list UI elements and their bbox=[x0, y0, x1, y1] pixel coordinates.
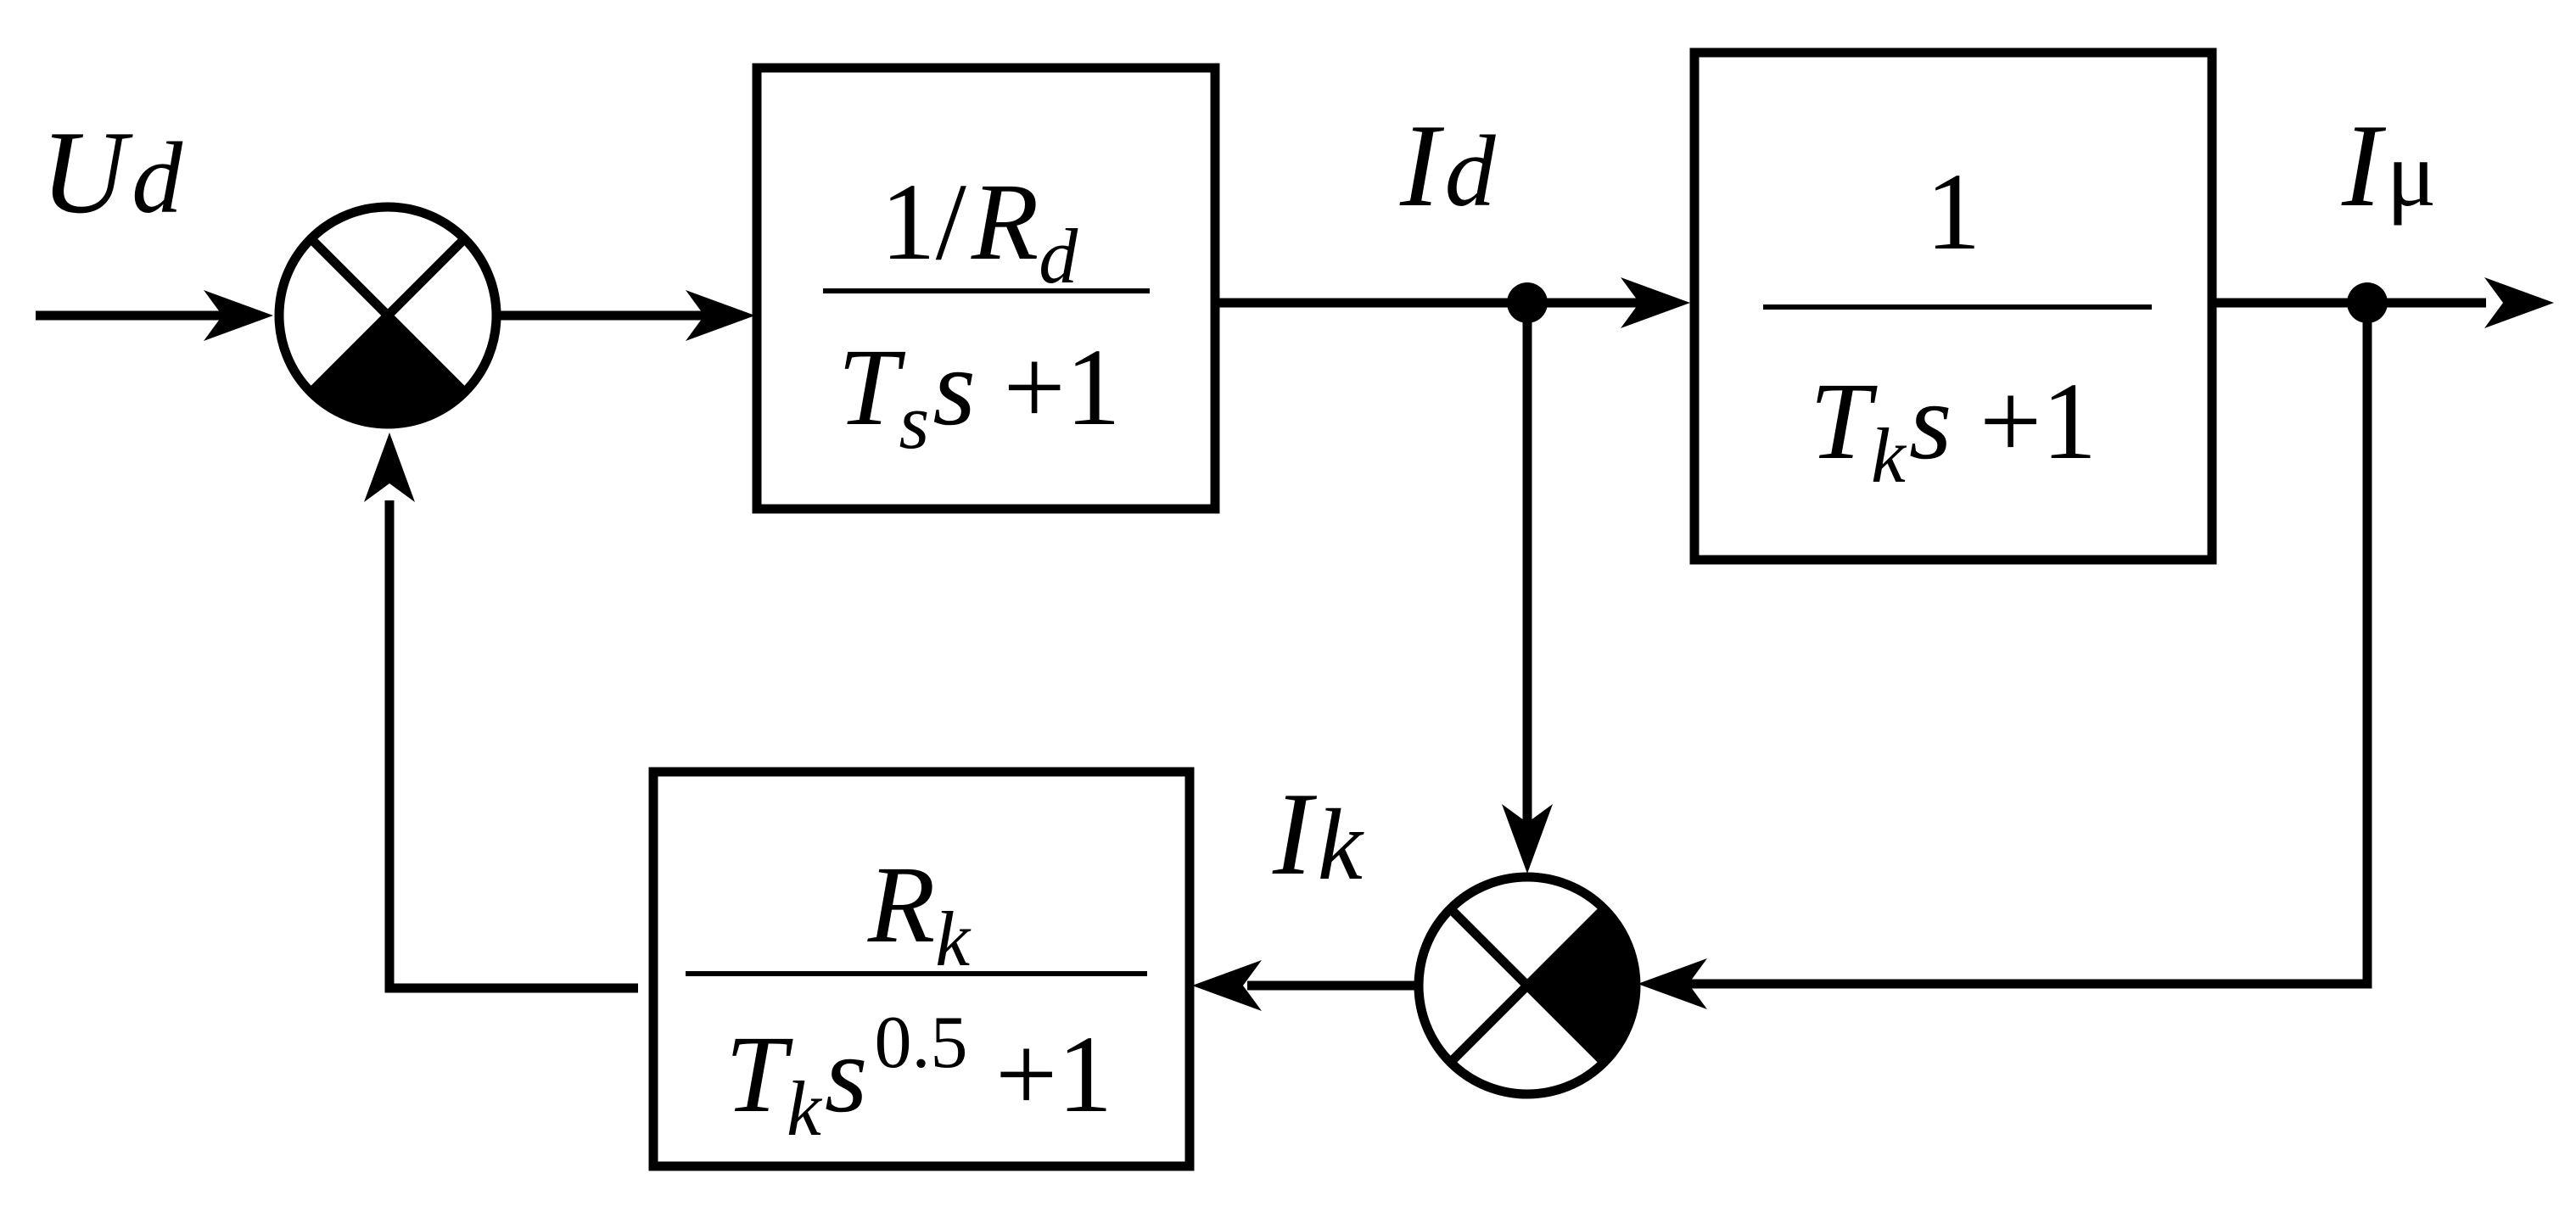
block1-numerator: 1/Rd bbox=[881, 161, 1079, 299]
block1-denominator: Tss +1 bbox=[837, 327, 1121, 465]
block-1: 1/Rd Tss +1 bbox=[752, 63, 1220, 514]
block3-numerator: Rk bbox=[867, 844, 972, 982]
summing-junction-2 bbox=[1414, 872, 1641, 1099]
arrowhead-block3-input bbox=[1192, 960, 1262, 1011]
arrowhead-sum1-input bbox=[204, 290, 273, 341]
arrowhead-block1-input bbox=[686, 290, 755, 341]
label-ik: Ik bbox=[1272, 768, 1365, 901]
summing-junction-1 bbox=[274, 202, 501, 429]
wire-imu-feedback bbox=[1684, 303, 2372, 989]
label-ud: Ud bbox=[41, 107, 183, 238]
block-2: 1 Tks +1 bbox=[1689, 47, 2217, 565]
sum2-filled-sector bbox=[1527, 908, 1637, 1063]
arrowhead-output bbox=[2484, 277, 2554, 328]
label-id: Id bbox=[1399, 100, 1497, 232]
block-3: Rk Tks0.5 +1 bbox=[648, 767, 1195, 1171]
junction-dot-id bbox=[1507, 282, 1548, 323]
block2-denominator: Tks +1 bbox=[1810, 360, 2097, 499]
wire-feedback-return bbox=[384, 500, 638, 993]
block3-denominator: Tks0.5 +1 bbox=[725, 1002, 1113, 1152]
sum1-filled-sector bbox=[311, 316, 465, 425]
arrowhead-sum2-top bbox=[1502, 804, 1553, 874]
label-imu: Iμ bbox=[2341, 100, 2437, 232]
arrowhead-block2-input bbox=[1621, 277, 1690, 328]
junction-dot-imu bbox=[2347, 282, 2388, 323]
block2-numerator: 1 bbox=[1926, 151, 1981, 273]
arrowhead-sum1-bottom bbox=[364, 433, 415, 502]
arrowhead-sum2-right bbox=[1638, 958, 1707, 1009]
